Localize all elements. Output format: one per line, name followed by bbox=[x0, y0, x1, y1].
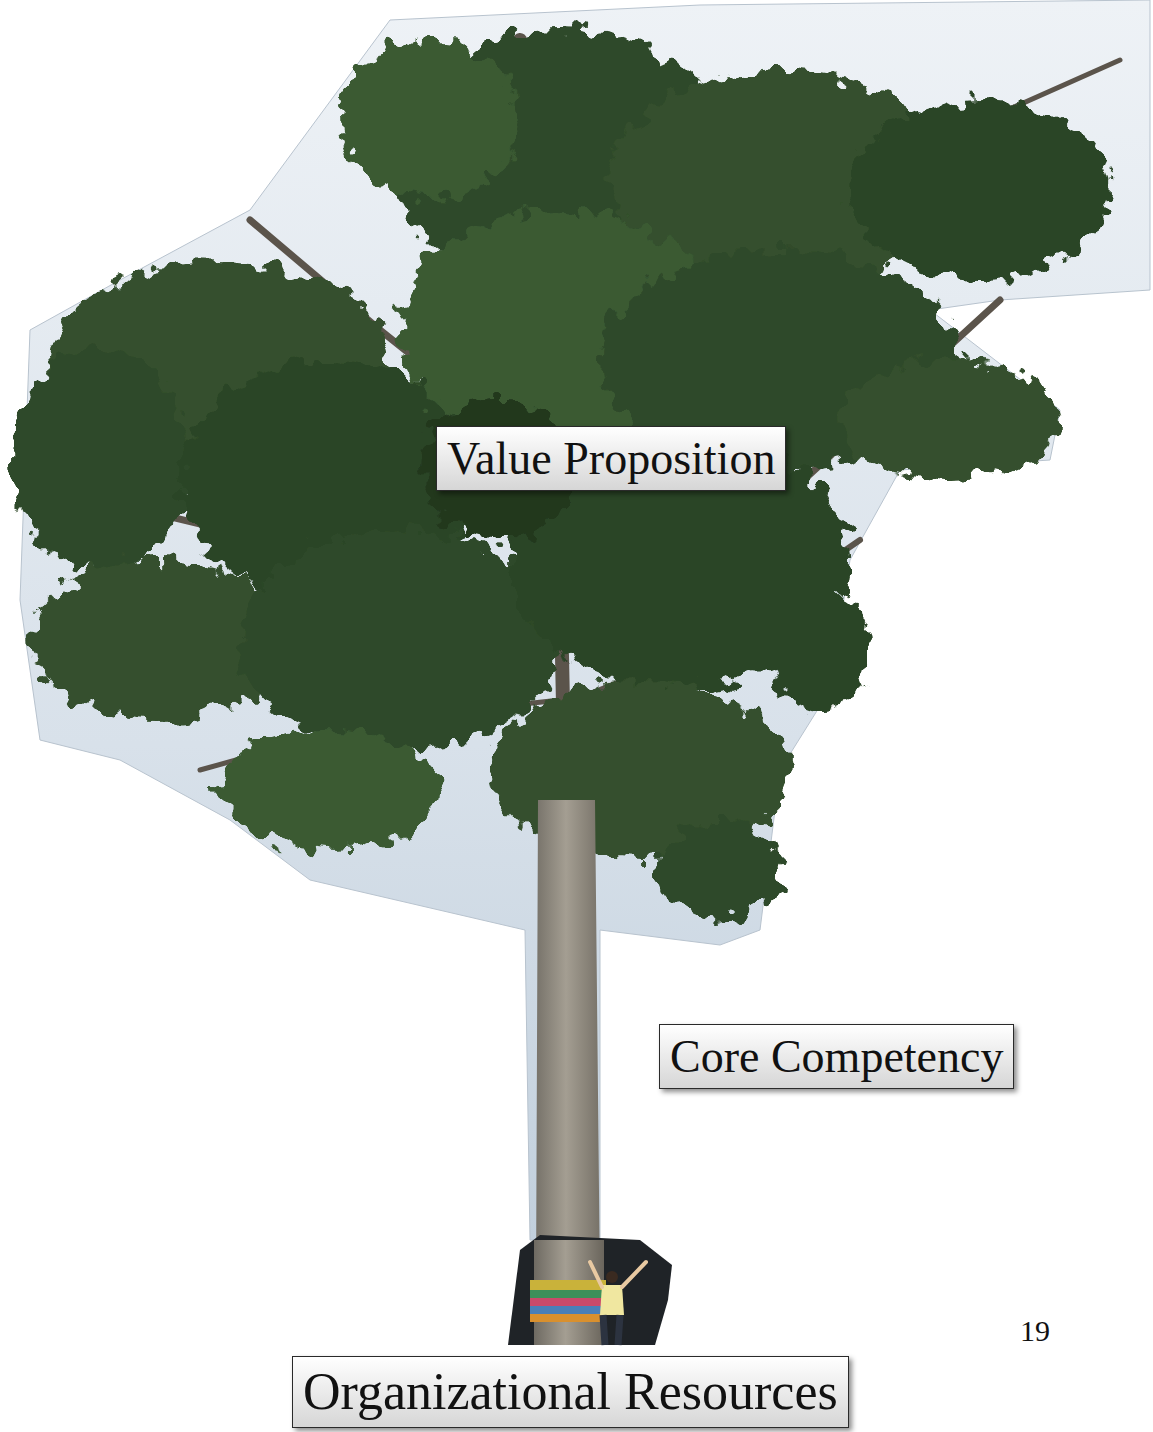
trunk bbox=[530, 800, 610, 1345]
base-shadow bbox=[508, 1235, 672, 1345]
person bbox=[590, 1262, 646, 1345]
box-text: Value Proposition bbox=[447, 431, 775, 486]
page-number: 19 bbox=[1020, 1314, 1050, 1348]
value-box: Value Proposition bbox=[436, 426, 786, 491]
box-text: Organizational Resources bbox=[303, 1361, 838, 1423]
cloth-wrap bbox=[530, 1280, 606, 1322]
foliage bbox=[10, 30, 1110, 920]
competency-box: Core Competency bbox=[659, 1024, 1014, 1089]
box-text: Core Competency bbox=[670, 1029, 1003, 1084]
resources-box: Organizational Resources bbox=[292, 1356, 849, 1428]
